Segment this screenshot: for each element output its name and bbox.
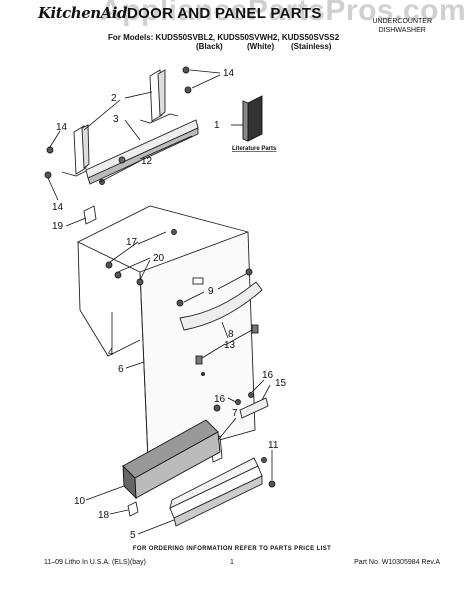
callout: 17 [126,237,138,248]
callout: 15 [275,378,287,389]
door-handle [176,268,263,331]
callout: 10 [74,496,86,507]
clip-18 [127,501,139,517]
brand-logo: KitchenAid [38,4,127,22]
part-number: Part No. W10305984 Rev.A [354,559,440,566]
leader-lines [47,69,273,535]
callout: 3 [113,114,119,125]
callout-numbers: 14 2 1 14 3 12 14 19 17 20 9 4 8 13 6 16… [52,68,287,541]
callout: 9 [208,286,214,297]
callout: 6 [118,364,124,375]
page-title: DOOR AND PANEL PARTS [127,5,322,22]
handle-spacers [195,324,259,365]
callout: 12 [141,156,153,167]
watermark: AppliancePartsPros.com [100,0,464,27]
callout: 1 [214,120,220,131]
callout: 14 [52,202,64,213]
model-list: For Models: KUDS50SVBL2, KUDS50SVWH2, KU… [108,33,340,42]
callout: 8 [228,329,234,340]
literature-label: Literature Parts [232,146,277,152]
callout: 18 [98,510,110,521]
ordering-note: FOR ORDERING INFORMATION REFER TO PARTS … [132,546,332,552]
page-number: 1 [230,559,234,566]
screws-17-20 [105,229,177,286]
callout: 5 [130,530,136,541]
category-line-1: UNDERCOUNTER [372,18,433,25]
callout: 16 [262,370,274,381]
callout: 2 [111,93,117,104]
door-panel [76,205,256,461]
litho-info: 11–09 Litho In U.S.A. (ELS)(bay) [44,559,146,566]
category-line-2: DISHWASHER [378,27,426,34]
variant-white: (White) [247,42,275,51]
variant-stainless: (Stainless) [291,42,332,51]
callout: 20 [153,253,165,264]
callout: 13 [224,340,236,351]
upper-brackets [61,69,179,177]
appliance-category: UNDERCOUNTER DISHWASHER [373,17,433,35]
screws-14 [44,66,192,185]
callout: 16 [214,394,226,405]
variant-black: (Black) [196,42,223,51]
callout: 14 [56,122,68,133]
support-rail [85,119,199,185]
callout: 11 [268,440,279,451]
callout: 7 [232,408,238,419]
callout: 14 [223,68,235,79]
callout: 19 [52,221,64,232]
kick-plate [169,457,276,527]
clip-19 [83,205,97,225]
toe-panel-insulation [122,419,221,500]
literature-booklet: Literature Parts [231,95,277,152]
callout: 4 [108,347,114,358]
bracket-15 [235,392,269,419]
